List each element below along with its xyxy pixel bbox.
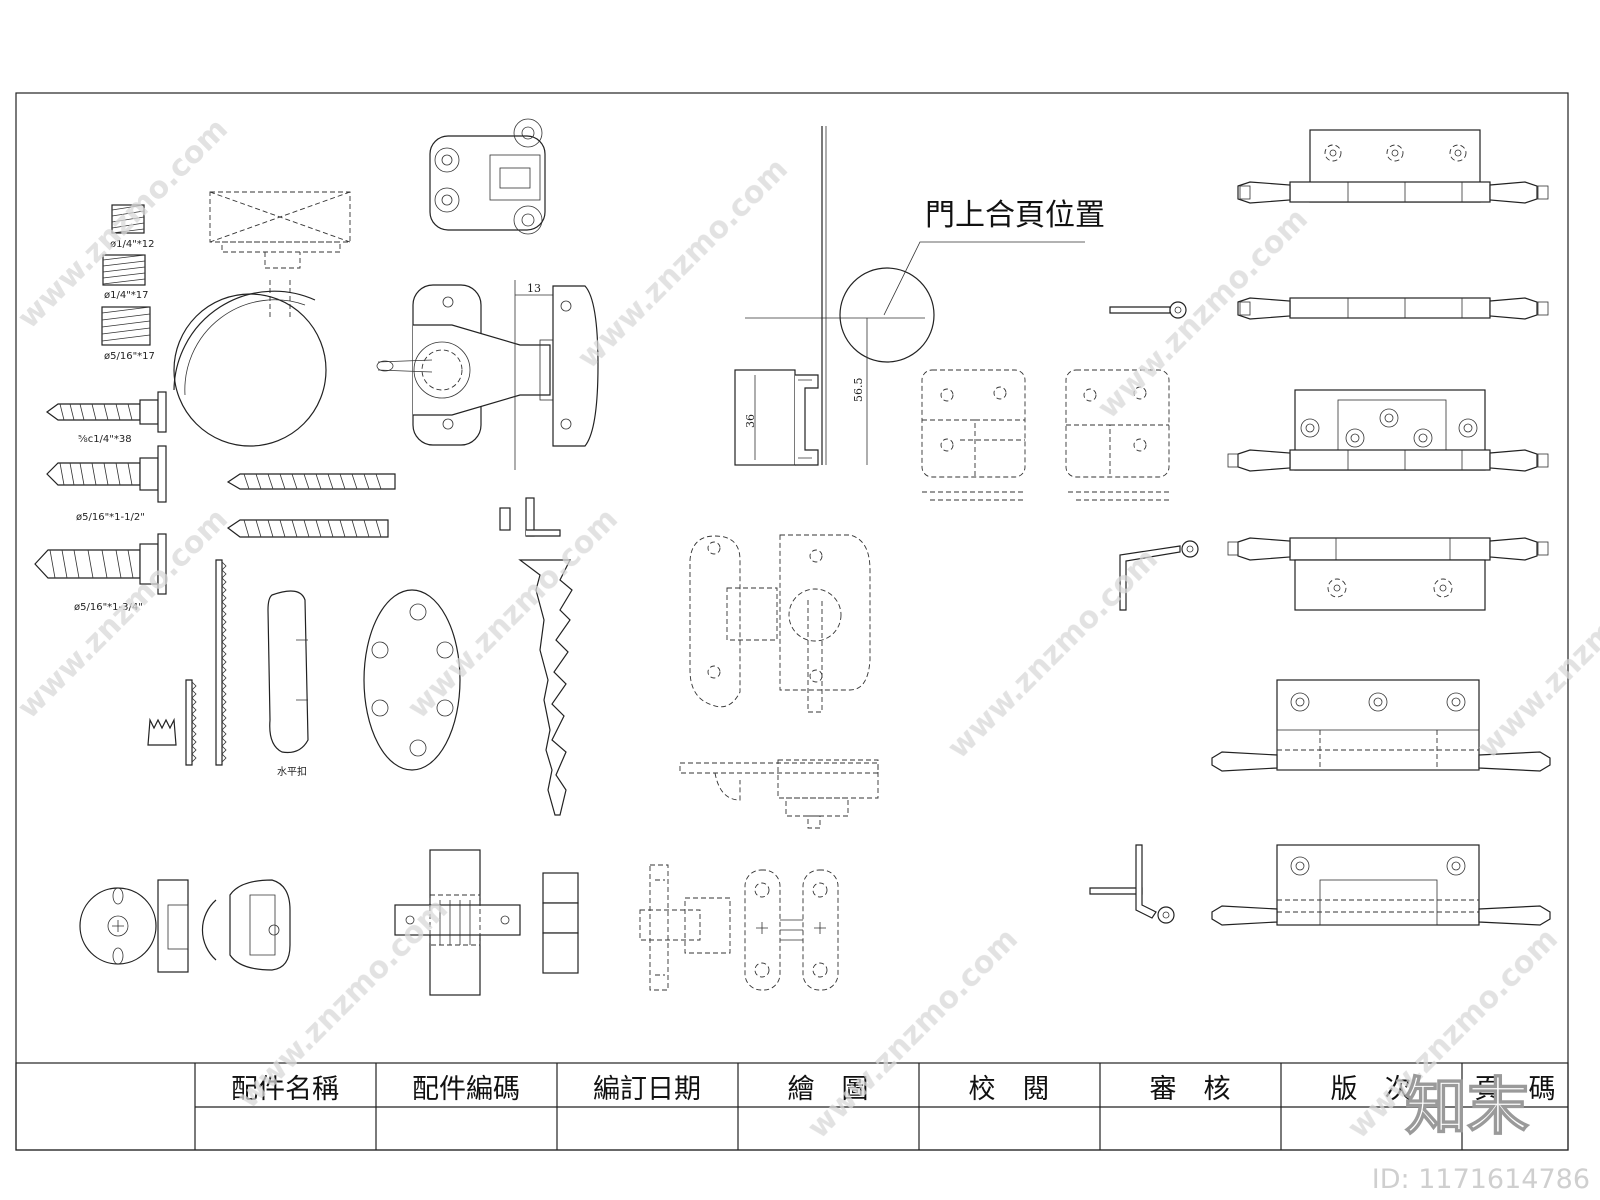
hinge-5 (1211, 679, 1551, 772)
screw-label-1: ø1/4"*12 (110, 239, 155, 250)
title-header-part-code: 配件編碼 (412, 1074, 520, 1105)
watermark-text: www.znzmo.com (801, 922, 1025, 1146)
hinge-connector-bottom (394, 849, 579, 996)
lag-screws (226, 473, 396, 538)
title-header-checked: 校 閱 (969, 1074, 1050, 1105)
title-header-drawn: 繪 圖 (788, 1074, 869, 1105)
screw-label-6: ø5/16"*1-3/4" (74, 602, 143, 613)
insert-nut-1 (111, 204, 145, 234)
screw-label-2: ø1/4"*17 (104, 290, 149, 301)
hinge-1 (1237, 129, 1549, 204)
sawtooth-rail (518, 559, 573, 816)
brand-logo: 知末 (1405, 1070, 1529, 1143)
title-header-approved: 審 核 (1150, 1074, 1231, 1105)
watermark-text: www.znzmo.com (571, 152, 795, 376)
drawer-knob (173, 191, 351, 447)
cabinet-latch (679, 534, 879, 829)
watermark-text: www.znzmo.com (1471, 542, 1600, 766)
bolt-connector-dashed (639, 864, 731, 991)
screw-label-4: ⅝c1/4"*38 (78, 434, 132, 445)
insert-nut-group: ø1/4"*12 ø1/4"*17 ø5/16"*17 (101, 204, 155, 362)
hinge-4 (1227, 537, 1549, 611)
hinge-2 (1237, 297, 1549, 320)
hinge-6 (1211, 844, 1551, 926)
bolt-1 (45, 391, 167, 433)
door-hinge-section: 門上合頁位置 56.5 36 (734, 126, 1105, 466)
dimension-13: 13 (527, 282, 541, 295)
insert-nut-2 (102, 254, 146, 286)
insert-nut-3 (101, 306, 151, 346)
title-block: 配件名稱 配件編碼 編訂日期 繪 圖 校 閱 審 核 版 次 頁 碼 (15, 1062, 1569, 1151)
horizontal-clip-label: 水平扣 (277, 765, 307, 778)
watermark-text: www.znzmo.com (941, 542, 1165, 766)
bolt-group: ⅝c1/4"*38 ø5/16"*1-1/2" ø5/16"*1-3/4" (34, 391, 167, 613)
bolt-2 (46, 445, 167, 503)
dimension-36: 36 (744, 414, 757, 428)
watermark-text: www.znzmo.com (11, 112, 235, 336)
serrated-strips (147, 559, 227, 766)
oval-mounting-plate (363, 589, 461, 771)
hinge-plates-dashed (921, 369, 1170, 501)
watermark-text: www.znzmo.com (11, 502, 235, 726)
hinge-pins (1089, 301, 1199, 924)
title-header-revision: 版 次 (1331, 1074, 1412, 1105)
bolt-3 (34, 533, 167, 595)
hinge-3 (1227, 389, 1549, 472)
shelf-clip: 水平扣 (267, 590, 309, 778)
small-bracket (499, 497, 561, 537)
watermark-layer: www.znzmo.com www.znzmo.com www.znzmo.co… (11, 112, 1600, 1146)
dimension-56-5: 56.5 (852, 378, 865, 403)
screw-label-3: ø5/16"*17 (104, 351, 155, 362)
double-cam-connector (744, 869, 839, 991)
title-header-date: 編訂日期 (593, 1074, 701, 1105)
lock-cam: 13 (376, 280, 599, 470)
title-header-part-name: 配件名稱 (231, 1074, 339, 1105)
connector-disc (79, 879, 291, 973)
screw-label-5: ø5/16"*1-1/2" (76, 512, 145, 523)
image-id: ID: 1171614786 (1372, 1164, 1590, 1195)
hinge-position-note: 門上合頁位置 (925, 198, 1105, 233)
cam-fitting-top (429, 118, 546, 235)
title-header-page: 頁 碼 (1475, 1074, 1556, 1105)
